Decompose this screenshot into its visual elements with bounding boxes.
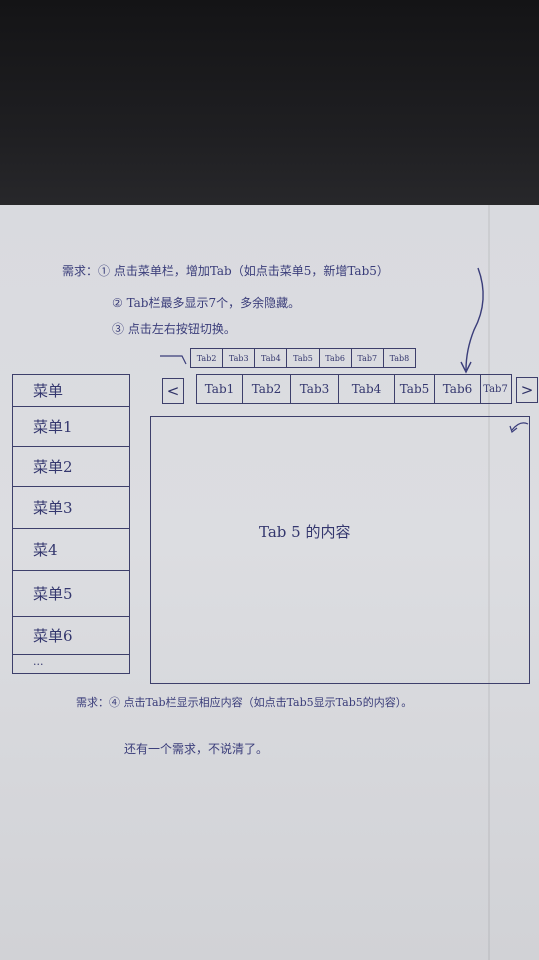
tab-1[interactable]: Tab1 xyxy=(197,375,243,403)
menu-item-6[interactable]: 菜单6 xyxy=(13,617,129,655)
tab-5[interactable]: Tab5 xyxy=(395,375,435,403)
requirement-1: 需求：① 点击菜单栏，增加Tab（如点击菜单5，新增Tab5） xyxy=(62,264,389,278)
menu-item-2[interactable]: 菜单2 xyxy=(13,447,129,487)
hidden-tab[interactable]: Tab2 xyxy=(191,349,224,367)
tab-3[interactable]: Tab3 xyxy=(291,375,339,403)
menu-item-4[interactable]: 菜4 xyxy=(13,529,129,571)
requirement-2: ② Tab栏最多显示7个，多余隐藏。 xyxy=(112,296,301,310)
requirement-3: ③ 点击左右按钮切换。 xyxy=(112,322,236,336)
paper-sheet xyxy=(0,205,539,960)
paper-fold xyxy=(488,205,490,960)
corner-arrow-icon xyxy=(511,422,529,431)
tab-6[interactable]: Tab6 xyxy=(435,375,481,403)
next-tab-button[interactable]: > xyxy=(516,377,538,403)
requirement-5: 还有一个需求，不说清了。 xyxy=(124,742,269,756)
arrow-to-tab6 xyxy=(465,267,484,371)
hidden-tab[interactable]: Tab3 xyxy=(223,349,256,367)
desk-background xyxy=(0,0,539,225)
hidden-tab[interactable]: Tab5 xyxy=(287,349,320,367)
menu-item-5[interactable]: 菜单5 xyxy=(13,571,129,617)
hidden-tab[interactable]: Tab6 xyxy=(320,349,352,367)
menu-header: 菜单 xyxy=(13,375,129,407)
sidebar-menu: 菜单 菜单1 菜单2 菜单3 菜4 菜单5 菜单6 ··· xyxy=(12,374,130,674)
menu-more[interactable]: ··· xyxy=(33,657,44,671)
tab-4[interactable]: Tab4 xyxy=(339,375,395,403)
arrow-hidden-row xyxy=(160,355,187,365)
hidden-tab[interactable]: Tab7 xyxy=(352,349,384,367)
tab-7[interactable]: Tab7 xyxy=(483,383,508,395)
menu-item-3[interactable]: 菜单3 xyxy=(13,487,129,529)
hidden-tab[interactable]: Tab4 xyxy=(255,349,288,367)
menu-item-1[interactable]: 菜单1 xyxy=(13,407,129,447)
tab-content-text: Tab 5 的内容 xyxy=(259,523,351,541)
tab-2[interactable]: Tab2 xyxy=(243,375,291,403)
tab-bar: Tab1 Tab2 Tab3 Tab4 Tab5 Tab6 Tab7 xyxy=(196,374,512,404)
tab-content-panel: Tab 5 的内容 xyxy=(150,416,530,684)
hidden-tab-row: Tab2 Tab3 Tab4 Tab5 Tab6 Tab7 Tab8 xyxy=(190,348,416,368)
requirement-4: 需求：④ 点击Tab栏显示相应内容（如点击Tab5显示Tab5的内容）。 xyxy=(76,696,413,709)
prev-tab-button[interactable]: < xyxy=(162,378,184,404)
hidden-tab[interactable]: Tab8 xyxy=(389,353,410,363)
